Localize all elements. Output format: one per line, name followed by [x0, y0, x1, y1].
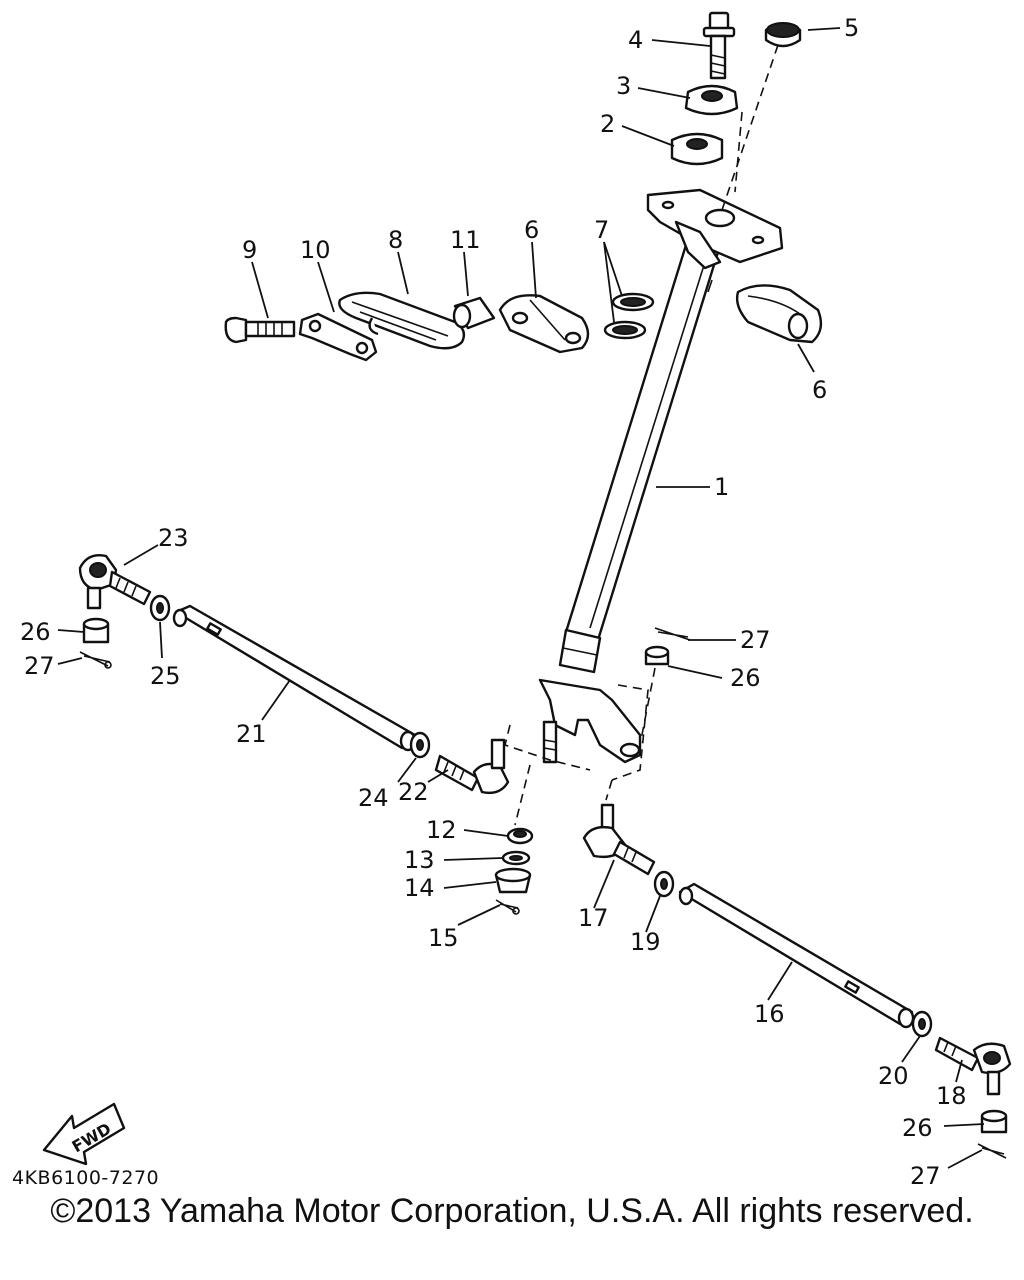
- callout-20: 20: [878, 1062, 909, 1090]
- callout-19: 19: [630, 928, 661, 956]
- callout-24: 24: [358, 784, 389, 812]
- steering-shaft: [538, 188, 784, 764]
- callout-11: 11: [450, 226, 481, 254]
- rod-end-22: [434, 738, 510, 795]
- drawing-code: 4KB6100-7270: [12, 1167, 159, 1189]
- callout-15: 15: [428, 924, 459, 952]
- cotter-pin-27-right: [977, 1143, 1007, 1159]
- callout-1: 1: [714, 473, 729, 501]
- callout-12: 12: [426, 816, 457, 844]
- tie-rod-21: [172, 604, 417, 752]
- fwd-arrow-icon: FWD: [42, 1102, 126, 1166]
- callout-25: 25: [150, 662, 181, 690]
- collar-11: [452, 296, 496, 330]
- nut-14: [494, 867, 532, 894]
- callout-13: 13: [404, 846, 435, 874]
- copyright-notice: ©2013 Yamaha Motor Corporation, U.S.A. A…: [50, 1192, 974, 1230]
- holder-lower-2: [670, 132, 724, 166]
- callout-18: 18: [936, 1082, 967, 1110]
- callout-6-right: 6: [812, 376, 827, 404]
- tie-rod-16: [678, 882, 915, 1029]
- callout-14: 14: [404, 874, 435, 902]
- plate-8: [338, 291, 466, 350]
- bushing-holder-6-left: [498, 294, 590, 354]
- callout-4: 4: [628, 26, 643, 54]
- callout-17: 17: [578, 904, 609, 932]
- callout-27-left: 27: [24, 652, 55, 680]
- bushing-holder-6-right: [735, 284, 823, 344]
- callout-2: 2: [600, 110, 615, 138]
- lock-washer-10: [298, 312, 378, 362]
- callout-27-right: 27: [910, 1162, 941, 1190]
- cotter-pin-15: [495, 899, 520, 915]
- callout-8: 8: [388, 226, 403, 254]
- callout-16: 16: [754, 1000, 785, 1028]
- bolt-4: [702, 11, 736, 80]
- cap-5: [764, 22, 802, 48]
- rod-end-17: [582, 803, 656, 876]
- nut-19: [653, 870, 675, 898]
- callout-26-right: 26: [902, 1114, 933, 1142]
- nut-25: [149, 594, 171, 622]
- callout-21: 21: [236, 720, 267, 748]
- callout-27-middle: 27: [740, 626, 771, 654]
- callout-26-middle: 26: [730, 664, 761, 692]
- callout-22: 22: [398, 778, 429, 806]
- callout-10: 10: [300, 236, 331, 264]
- callout-5: 5: [844, 14, 859, 42]
- bolt-9: [224, 316, 296, 344]
- nut-26-left: [82, 617, 110, 644]
- leader-lines: [57, 27, 985, 1169]
- nut-24: [409, 731, 431, 759]
- callouts: 1 2 3 4 5 6 6 7 8 9 10 11 12 13 14 15 16…: [20, 14, 967, 1190]
- bushings-7: [603, 292, 655, 340]
- callout-23: 23: [158, 524, 189, 552]
- cotter-pin-27-middle: [654, 627, 691, 641]
- callout-26-left: 26: [20, 618, 51, 646]
- rod-end-23: [78, 554, 152, 610]
- callout-7: 7: [594, 216, 609, 244]
- collar-12: [506, 827, 534, 845]
- rod-end-18: [934, 1036, 1012, 1096]
- callout-6-left: 6: [524, 216, 539, 244]
- nut-26-middle: [644, 645, 670, 666]
- holder-upper-3: [684, 84, 739, 116]
- nut-20: [911, 1010, 933, 1038]
- washer-13: [501, 850, 531, 866]
- nut-26-right: [980, 1109, 1008, 1134]
- callout-3: 3: [616, 72, 631, 100]
- cotter-pin-27-left: [79, 651, 112, 669]
- callout-9: 9: [242, 236, 257, 264]
